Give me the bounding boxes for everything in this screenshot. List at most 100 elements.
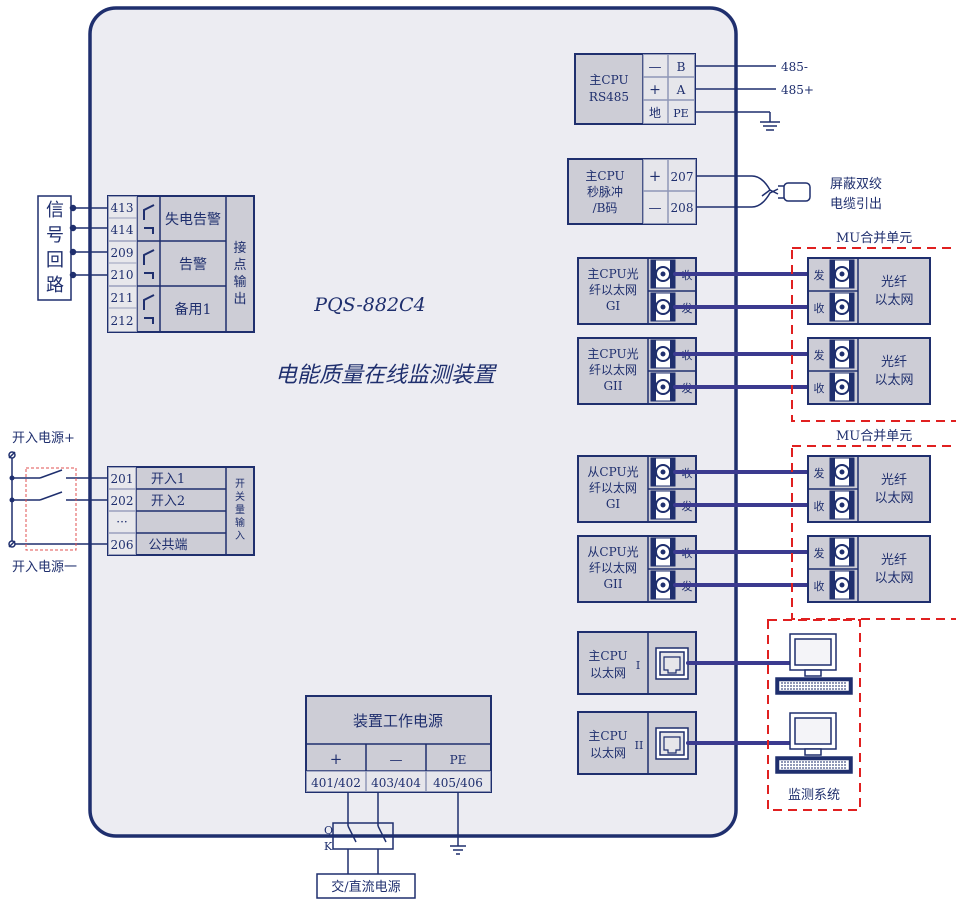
power-pin-403-404: 403/404 bbox=[371, 776, 421, 790]
mu-2-box-1-rx-connector bbox=[829, 490, 855, 520]
mu-2-box-2-label-line-2: 以太网 bbox=[874, 571, 913, 586]
terminal-212: 212 bbox=[111, 314, 134, 328]
rs485-minus-label: 485- bbox=[781, 60, 808, 74]
terminal-201: 201 bbox=[111, 472, 134, 486]
terminal-ellipsis: ··· bbox=[116, 515, 127, 529]
mu-2-box-2-rx-connector bbox=[829, 570, 855, 600]
mu-1-box-1-label-line-2: 以太网 bbox=[874, 293, 913, 308]
mu-2-box-1-rx-label: 收 bbox=[814, 499, 825, 513]
binary-input-label-5: 入 bbox=[235, 531, 245, 542]
rs485-block bbox=[574, 53, 696, 125]
fiber-port-3: 收发从CPU光纤以太网GI bbox=[577, 455, 697, 523]
terminal-209: 209 bbox=[111, 246, 134, 260]
contact-output-label-2: 点 bbox=[233, 258, 246, 273]
terminal-206: 206 bbox=[111, 538, 134, 552]
power-source-label: 交/直流电源 bbox=[331, 879, 400, 895]
ethernet-2-suffix: II bbox=[635, 739, 644, 752]
mu-1-box-2-tx-connector bbox=[829, 339, 855, 369]
signal-loop-char-2: 号 bbox=[46, 225, 64, 246]
fiber-port-4-tx-connector bbox=[650, 570, 676, 600]
power-wiring bbox=[332, 792, 466, 874]
mu-1-box-2-label-line-2: 以太网 bbox=[874, 373, 913, 388]
mu-2-box-1-label-line-1: 光纤 bbox=[881, 473, 907, 488]
contact-output-label-4: 出 bbox=[233, 292, 246, 307]
terminal-210: 210 bbox=[111, 268, 134, 282]
power-sign-minus: — bbox=[390, 753, 403, 768]
mu-1-box-2-rx-label: 收 bbox=[814, 381, 825, 395]
computer-icon-1 bbox=[775, 633, 853, 695]
binary-input-label-3: 量 bbox=[235, 504, 245, 516]
monitor-system-frame bbox=[767, 619, 861, 811]
fiber-ports-group: 收发主CPU光纤以太网GI收发主CPU光纤以太网GII收发从CPU光纤以太网GI… bbox=[577, 257, 810, 603]
device-name: 电能质量在线监测装置 bbox=[275, 363, 498, 388]
mu-2-box-1-tx-label: 发 bbox=[814, 466, 825, 480]
contact-output-label-3: 输 bbox=[233, 274, 246, 290]
binary-input-label-1: 开 bbox=[235, 479, 245, 490]
fiber-port-1-rx-connector bbox=[650, 259, 676, 289]
contact-alarm: 告警 bbox=[179, 257, 207, 273]
fiber-port-4: 收发从CPU光纤以太网GII bbox=[577, 535, 697, 603]
fiber-port-2-label-line-3: GII bbox=[603, 379, 622, 393]
contact-power-loss-alarm: 失电告警 bbox=[165, 212, 221, 228]
fiber-port-4-label-line-1: 从CPU光 bbox=[587, 545, 638, 559]
fiber-port-1-label-line-1: 主CPU光 bbox=[587, 267, 638, 281]
fiber-port-3-tx-connector bbox=[650, 490, 676, 520]
contact-spare-1: 备用1 bbox=[175, 301, 212, 318]
fiber-port-1-label-line-3: GI bbox=[606, 299, 621, 313]
mu-1-box-1-label-line-1: 光纤 bbox=[881, 275, 907, 290]
mu-2-box-1-label-line-2: 以太网 bbox=[874, 491, 913, 506]
signal-loop-char-3: 回 bbox=[46, 250, 64, 271]
fiber-port-3-label-line-1: 从CPU光 bbox=[587, 465, 638, 479]
fiber-port-2-tx-connector bbox=[650, 372, 676, 402]
fiber-cable-4 bbox=[673, 550, 810, 587]
ethernet-2-line-2: 以太网 bbox=[590, 745, 626, 760]
twisted-pair-cable bbox=[696, 175, 811, 208]
binary-input-1: 开入1 bbox=[151, 472, 185, 487]
binary-input-2: 开入2 bbox=[151, 494, 185, 509]
binary-input-block bbox=[107, 466, 255, 556]
binary-input-switch-frame bbox=[25, 467, 77, 551]
fiber-port-2-label-line-1: 主CPU光 bbox=[587, 347, 638, 361]
fiber-port-4-label-line-2: 纤以太网 bbox=[589, 560, 637, 575]
power-switch-label-k: K bbox=[324, 840, 333, 853]
monitor-system-label: 监测系统 bbox=[788, 788, 840, 803]
rs485-pin-a: A bbox=[676, 83, 686, 97]
mu-1-box-1-tx-connector bbox=[829, 259, 855, 289]
fiber-cable-1 bbox=[673, 272, 810, 309]
pulse-sign-minus: — bbox=[649, 201, 662, 216]
signal-loop-wires bbox=[69, 204, 108, 279]
ethernet-2-line-1: 主CPU bbox=[588, 729, 627, 743]
mu-2-box-2-rx-label: 收 bbox=[814, 579, 825, 593]
rs485-sign-plus: + bbox=[649, 82, 661, 98]
binary-input-label-4: 输 bbox=[235, 516, 245, 529]
fiber-cable-2 bbox=[673, 352, 810, 389]
binary-input-label-2: 关 bbox=[235, 490, 245, 503]
rs485-cpu-line-2: RS485 bbox=[589, 90, 629, 104]
fiber-port-3-label-line-3: GI bbox=[606, 497, 621, 511]
mu-1-box-2-rx-connector bbox=[829, 372, 855, 402]
fiber-port-3-label-line-2: 纤以太网 bbox=[589, 480, 637, 495]
fiber-port-4-label-line-3: GII bbox=[603, 577, 622, 591]
pulse-pin-208: 208 bbox=[671, 201, 694, 215]
terminal-414: 414 bbox=[111, 223, 134, 237]
binary-input-power-minus: 开入电源一 bbox=[12, 560, 77, 575]
terminal-202: 202 bbox=[111, 494, 134, 508]
mu-1-box-2-label-line-1: 光纤 bbox=[881, 355, 907, 370]
pulse-cpu-line-3: /B码 bbox=[593, 201, 618, 215]
power-sign-pe: PE bbox=[450, 753, 467, 767]
pulse-block bbox=[567, 158, 697, 225]
rs485-pin-pe: PE bbox=[673, 107, 688, 120]
pulse-sign-plus: + bbox=[649, 167, 662, 185]
mu-2-box-2-label-line-1: 光纤 bbox=[881, 553, 907, 568]
mu-1-box-1-rx-label: 收 bbox=[814, 301, 825, 315]
terminal-413: 413 bbox=[111, 201, 134, 215]
rs485-sign-minus: — bbox=[649, 60, 662, 75]
ethernet-port-1-block bbox=[577, 631, 697, 695]
rs485-wires bbox=[695, 65, 780, 131]
fiber-port-2-rx-connector bbox=[650, 339, 676, 369]
mu-frame-2 bbox=[791, 445, 956, 620]
fiber-port-2-label-line-2: 纤以太网 bbox=[589, 362, 637, 377]
power-pin-405-406: 405/406 bbox=[433, 776, 483, 790]
